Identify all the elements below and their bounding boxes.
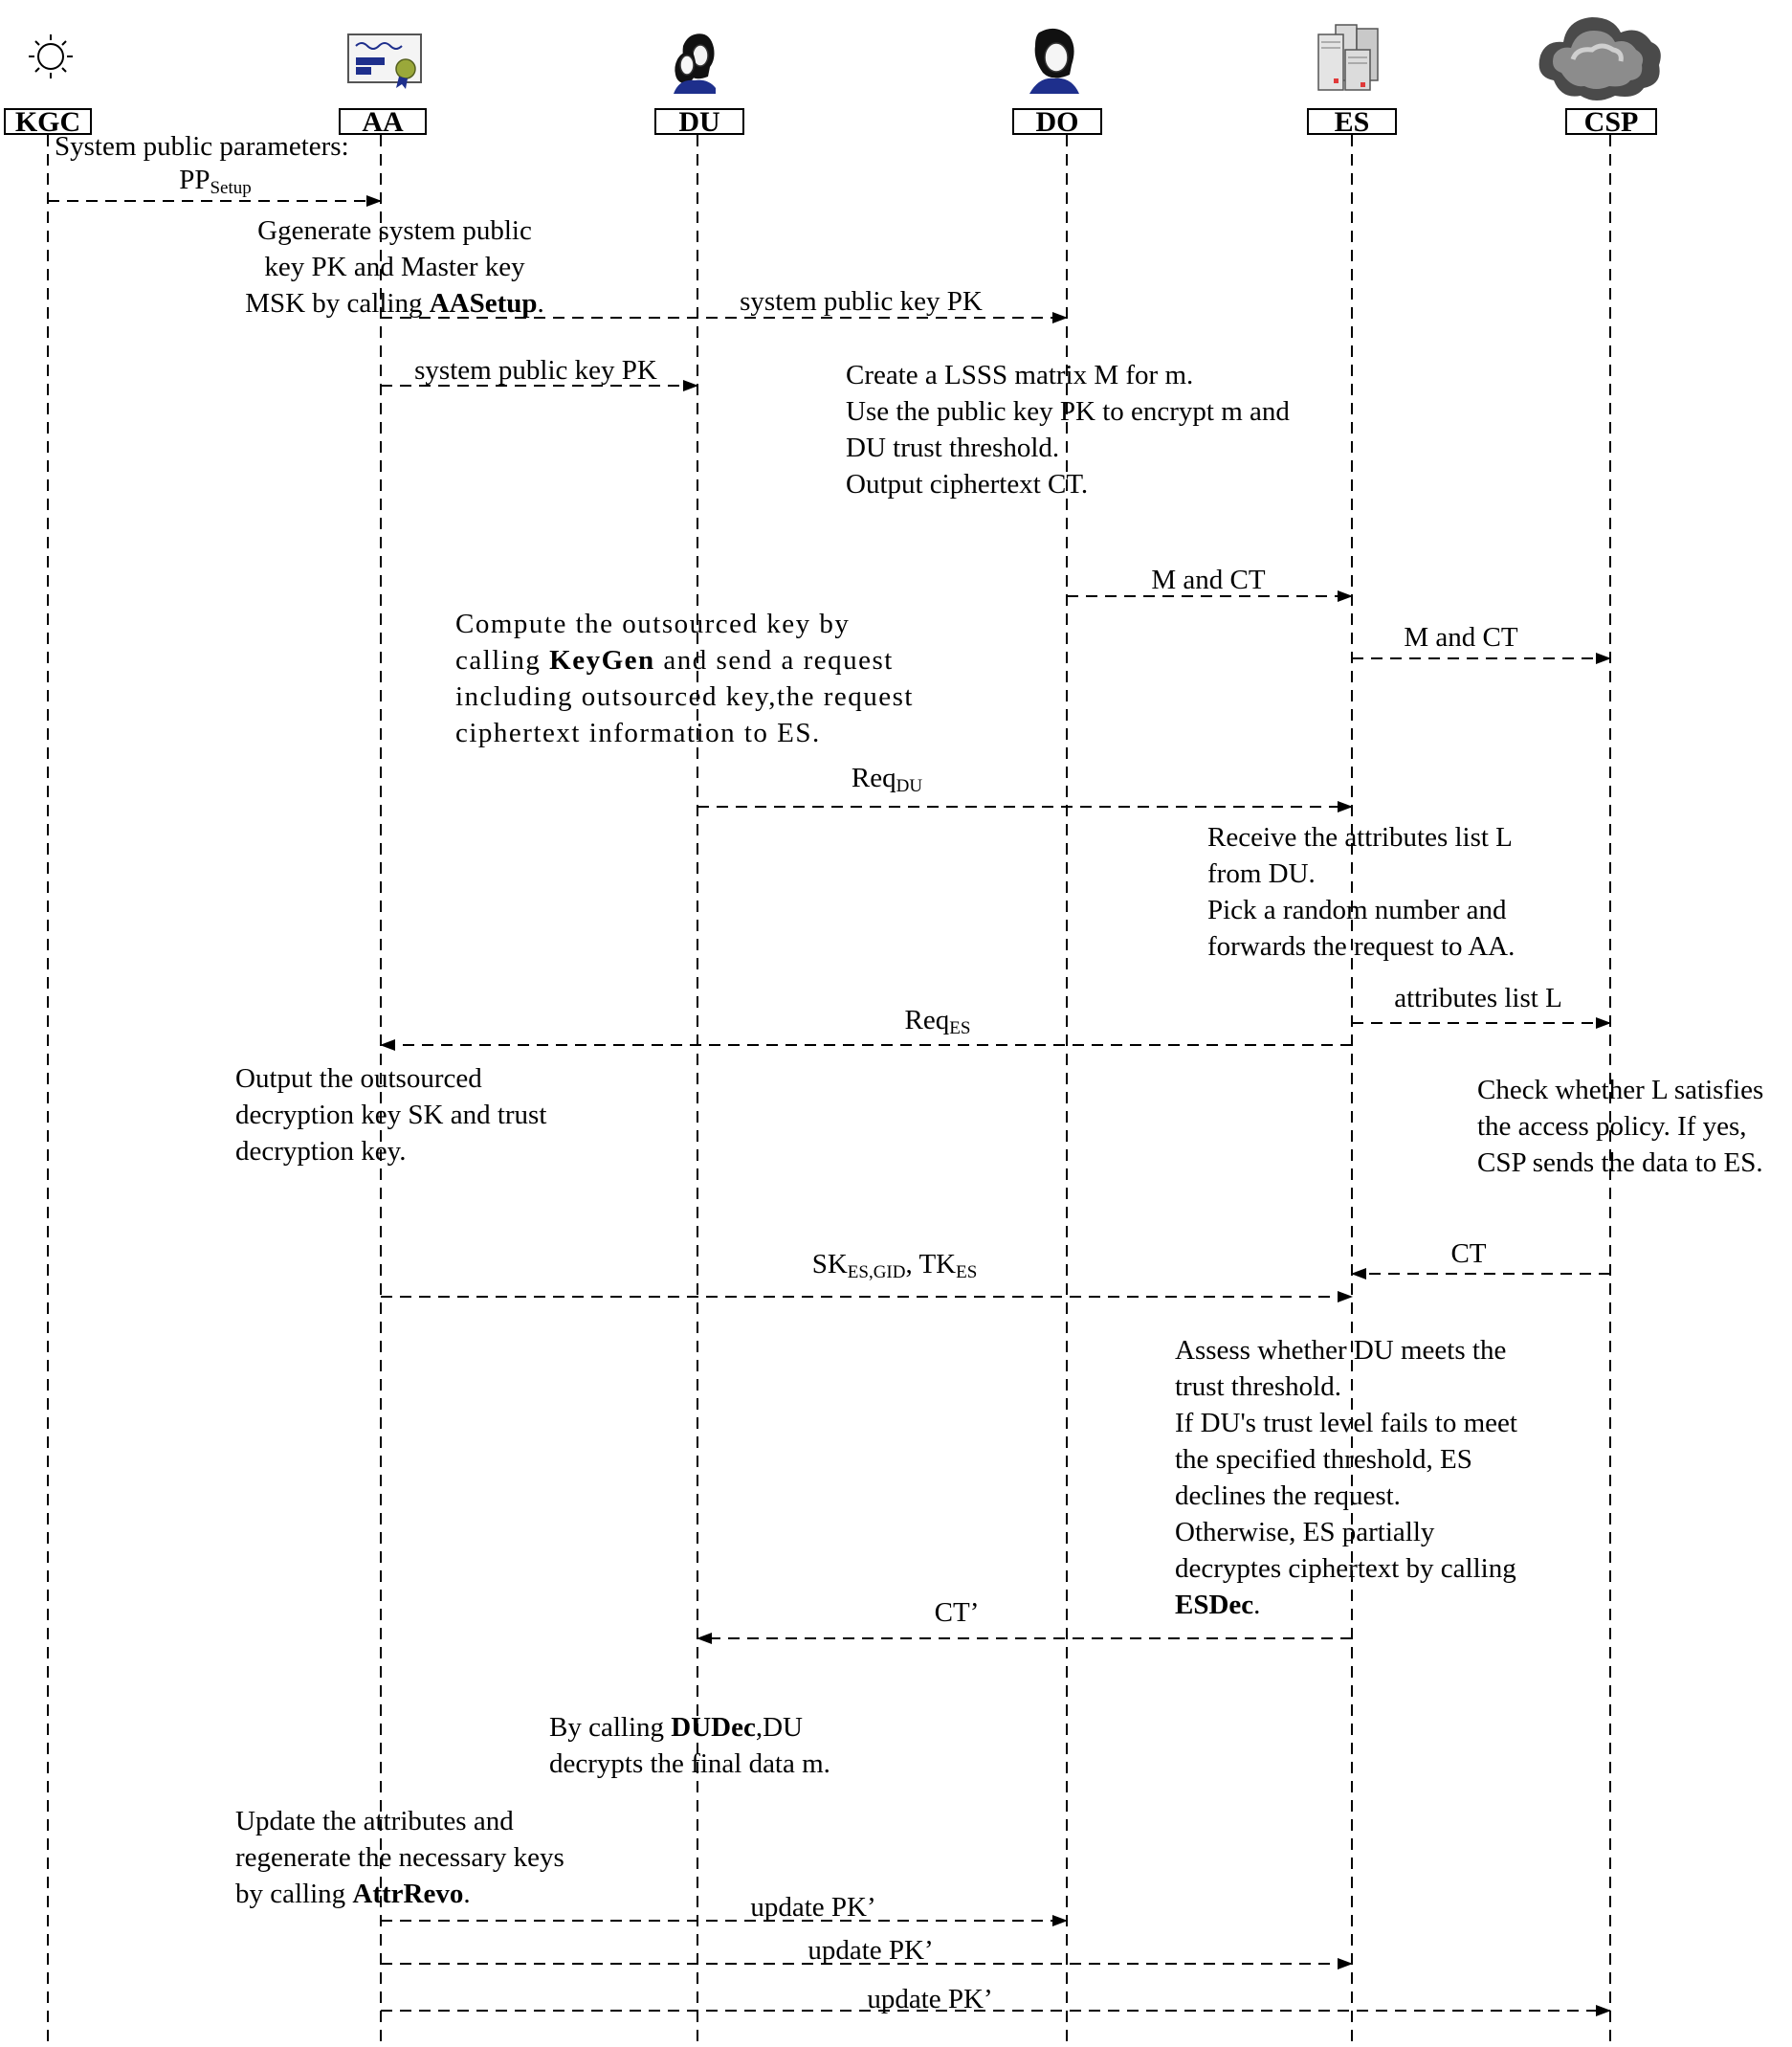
server-icon	[1317, 24, 1379, 91]
es-forward-note: Receive the attributes list L from DU. P…	[1207, 822, 1515, 962]
du-keygen-note: Compute the outsourced key by calling Ke…	[455, 609, 914, 748]
certificate-icon	[347, 33, 422, 89]
message-label-m3: system public key PK	[414, 355, 657, 386]
message-label-m10: SKES,GID, TKES	[811, 1249, 978, 1282]
participant-du[interactable]: DU	[654, 108, 744, 137]
message-label-m2: system public key PK	[740, 286, 983, 317]
cloud-icon	[1538, 17, 1661, 100]
du-dec-note: By calling DUDec,DU decrypts the final d…	[549, 1712, 830, 1779]
participant-do[interactable]: DO	[1012, 108, 1102, 137]
kgc-setup-note: System public parameters:	[55, 131, 349, 162]
users-icon	[674, 33, 716, 94]
participant-kgc[interactable]: KGC	[4, 108, 92, 137]
user-icon	[1029, 28, 1079, 94]
message-label-m13: update PK’	[808, 1935, 934, 1966]
es-assess-note: Assess whether DU meets the trust thresh…	[1175, 1335, 1517, 1620]
message-label-m14: update PK’	[867, 1984, 993, 2014]
message-label-m11: CT’	[934, 1597, 980, 1628]
do-encrypt-note: Create a LSSS matrix M for m. Use the pu…	[846, 360, 1290, 500]
sun-icon	[29, 34, 73, 78]
message-label-m4: M and CT	[1151, 565, 1266, 595]
message-label-m7: attributes list L	[1394, 983, 1562, 1013]
message-label-m5: M and CT	[1404, 622, 1518, 653]
participant-aa[interactable]: AA	[339, 108, 427, 137]
aa-setup-note: Ggenerate system public key PK and Maste…	[245, 215, 544, 319]
message-label-m1: PPSetup	[179, 165, 252, 198]
message-label-m8: ReqES	[904, 1005, 971, 1038]
aa-output-note: Output the outsourced decryption key SK …	[235, 1063, 547, 1167]
csp-check-note: Check whether L satisfies the access pol…	[1477, 1075, 1764, 1178]
participant-csp[interactable]: CSP	[1565, 108, 1657, 137]
aa-revo-note: Update the attributes and regenerate the…	[235, 1806, 564, 1909]
message-label-m6: ReqDU	[851, 763, 923, 796]
message-label-m12: update PK’	[750, 1892, 876, 1923]
participant-es[interactable]: ES	[1307, 108, 1397, 137]
message-label-m9: CT	[1450, 1238, 1487, 1269]
